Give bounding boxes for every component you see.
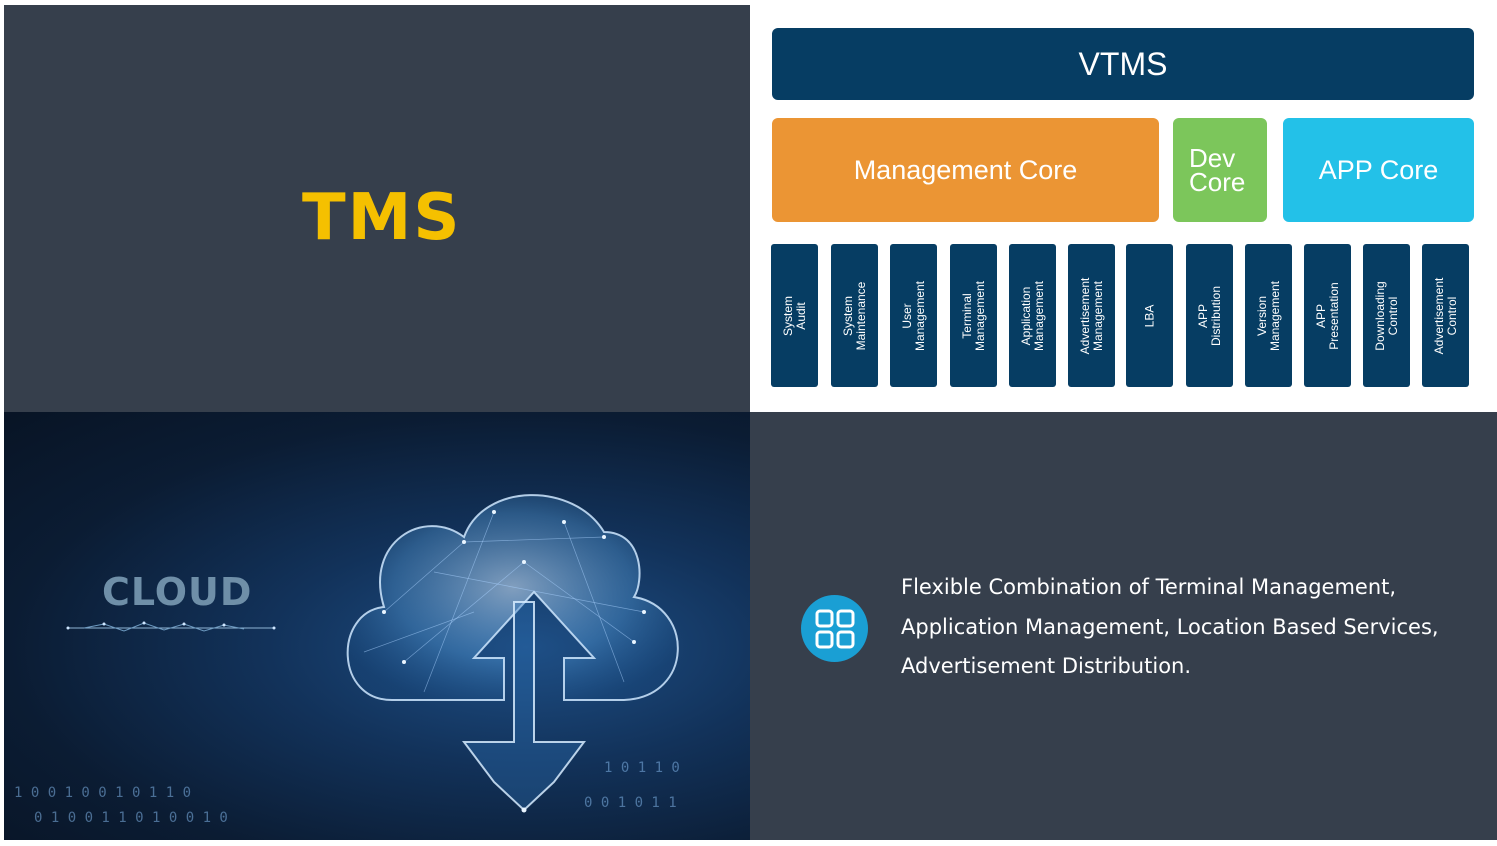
page-title: TMS	[302, 181, 462, 255]
app-core-box: APP Core	[1283, 118, 1474, 222]
module-label: Downloading Control	[1372, 280, 1400, 351]
module-label: Terminal Management	[959, 280, 987, 351]
module-label: Version Management	[1254, 280, 1282, 351]
network-line-decoration	[66, 621, 276, 632]
module-box: Application Management	[1009, 244, 1056, 387]
dev-core-box: Dev Core	[1173, 118, 1267, 222]
title-panel: TMS	[4, 5, 750, 412]
module-box: APP Distribution	[1186, 244, 1233, 387]
module-box: Downloading Control	[1363, 244, 1410, 387]
module-label: System Maintenance	[840, 281, 868, 350]
module-label: User Management	[899, 280, 927, 351]
module-label: LBA	[1142, 304, 1156, 327]
architecture-diagram: VTMS Management Core Dev Core APP Core S…	[750, 5, 1497, 412]
dev-core-label: Dev Core	[1189, 143, 1246, 197]
svg-text:1 0 1 1 0: 1 0 1 1 0	[604, 760, 680, 776]
module-box: Terminal Management	[950, 244, 997, 387]
module-box: System Audit	[771, 244, 818, 387]
cloud-illustration: CLOUD 1 0	[4, 412, 750, 840]
module-box: Advertisement Management	[1068, 244, 1115, 387]
vtms-box: VTMS	[772, 28, 1474, 100]
module-label: System Audit	[780, 295, 808, 336]
module-box: System Maintenance	[831, 244, 878, 387]
module-box: APP Presentation	[1304, 244, 1351, 387]
module-label: Advertisement Control	[1431, 277, 1459, 354]
description-panel: Flexible Combination of Terminal Managem…	[750, 412, 1497, 840]
description-text: Flexible Combination of Terminal Managem…	[901, 575, 1439, 678]
module-label: APP Presentation	[1313, 281, 1341, 350]
module-box: User Management	[890, 244, 937, 387]
svg-text:0 0 1 0 1 1: 0 0 1 0 1 1	[584, 795, 677, 811]
cloud-label: CLOUD	[102, 570, 253, 614]
module-box: Advertisement Control	[1422, 244, 1469, 387]
module-box: Version Management	[1245, 244, 1292, 387]
grid-apps-icon	[801, 595, 868, 662]
cloud-upload-download-icon: 1 0 0 1 0 0 1 0 1 1 0 0 1 0 0 1 1 0 1 0 …	[14, 494, 680, 826]
module-label: APP Distribution	[1195, 285, 1223, 346]
svg-text:1 0 0 1 0 0 1 0 1 1 0: 1 0 0 1 0 0 1 0 1 1 0	[14, 785, 191, 801]
module-label: Application Management	[1018, 280, 1046, 351]
module-box: LBA	[1126, 244, 1173, 387]
module-label: Advertisement Management	[1077, 277, 1105, 354]
svg-text:0 1 0 0 1 1 0 1 0 0 1 0: 0 1 0 0 1 1 0 1 0 0 1 0	[34, 810, 228, 826]
management-core-box: Management Core	[772, 118, 1159, 222]
